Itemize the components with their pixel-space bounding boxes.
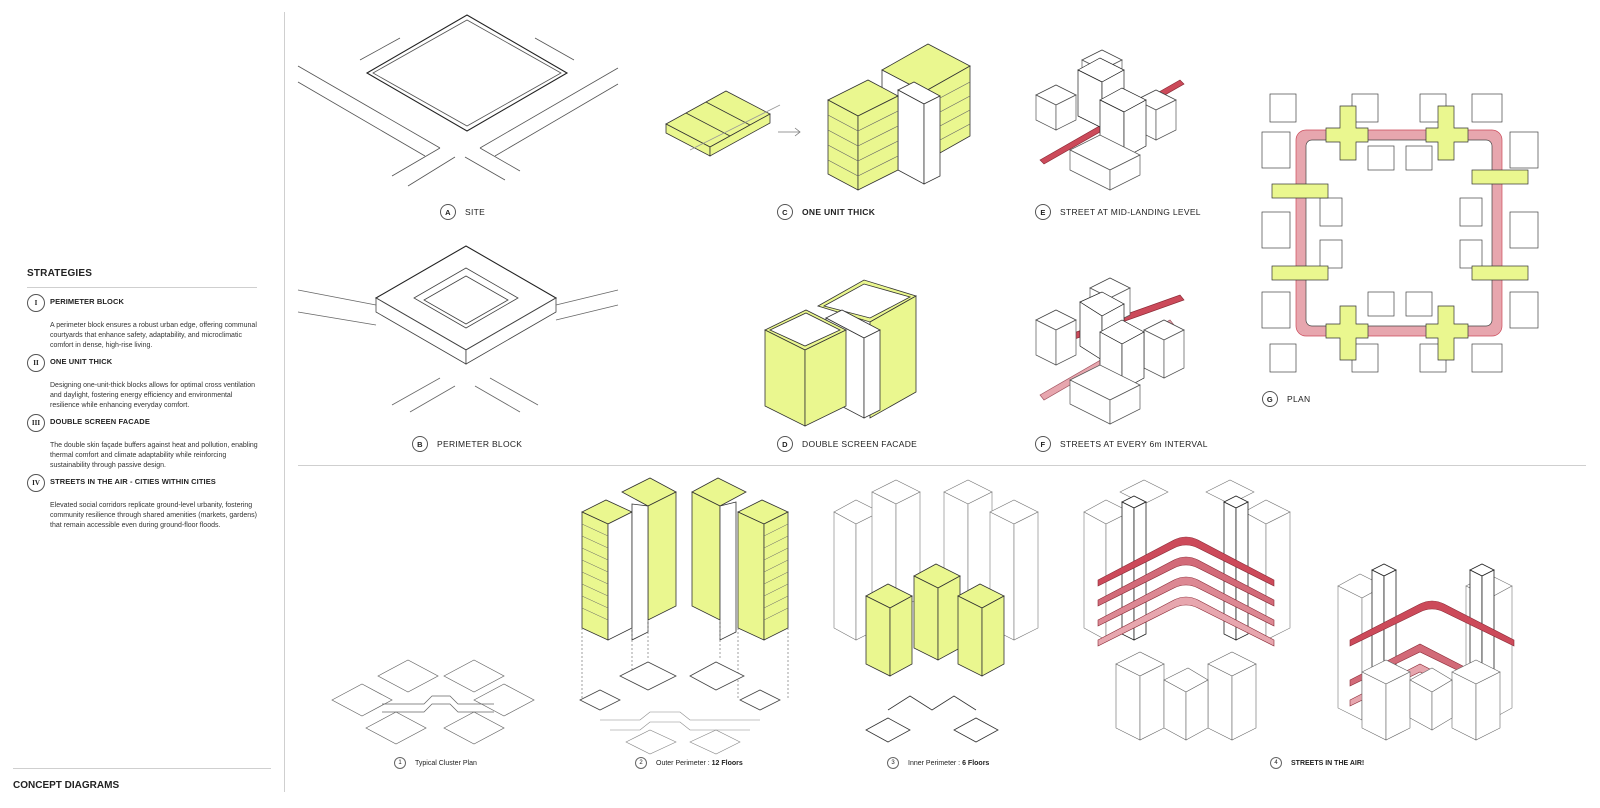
step-4-streets-air-stack bbox=[1083, 479, 1291, 741]
label-b-perimeter-block: B PERIMETER BLOCK bbox=[412, 436, 522, 452]
strategy-description: Elevated social corridors replicate grou… bbox=[50, 502, 257, 529]
diagram-c-one-unit-thick bbox=[665, 43, 971, 191]
step-number: 3 bbox=[887, 757, 899, 769]
label-letter: B bbox=[412, 436, 428, 452]
label-letter: E bbox=[1035, 204, 1051, 220]
label-letter: F bbox=[1035, 436, 1051, 452]
label-d-double-screen-facade: D DOUBLE SCREEN FACADE bbox=[777, 436, 917, 452]
step-number: 4 bbox=[1270, 757, 1282, 769]
strategy-description: The double skin façade buffers against h… bbox=[50, 442, 258, 469]
diagram-a-site bbox=[297, 14, 619, 187]
step-label-2: 2 Outer Perimeter : 12 Floors bbox=[635, 757, 743, 769]
label-text: DOUBLE SCREEN FACADE bbox=[802, 439, 918, 449]
step-label-3: 3 Inner Perimeter : 6 Floors bbox=[887, 757, 989, 769]
diagram-d-double-screen-facade bbox=[764, 279, 918, 427]
step-number: 2 bbox=[635, 757, 647, 769]
vertical-divider bbox=[284, 12, 285, 792]
diagram-b-perimeter-block bbox=[297, 245, 619, 413]
label-letter: D bbox=[777, 436, 793, 452]
label-a-site: A SITE bbox=[440, 204, 485, 220]
label-text: STREET AT MID-LANDING LEVEL bbox=[1060, 207, 1201, 217]
strategy-name: PERIMETER BLOCK bbox=[50, 297, 125, 306]
step-text: Typical Cluster Plan bbox=[415, 759, 477, 767]
strategy-number: IV bbox=[27, 474, 45, 492]
diagram-f-streets-every-6m bbox=[1035, 277, 1185, 425]
strategy-number: I bbox=[27, 294, 45, 312]
step-4-streets-air-final bbox=[1337, 563, 1515, 741]
label-text: PERIMETER BLOCK bbox=[437, 439, 523, 449]
label-text: SITE bbox=[465, 207, 486, 217]
strategy-name: STREETS IN THE AIR - CITIES WITHIN CITIE… bbox=[50, 477, 216, 486]
concept-divider bbox=[13, 768, 271, 769]
label-letter: A bbox=[440, 204, 456, 220]
step-2-outer-perimeter bbox=[579, 477, 789, 755]
step-number: 1 bbox=[394, 757, 406, 769]
strategy-description: Designing one-unit-thick blocks allows f… bbox=[50, 382, 256, 409]
label-text: ONE UNIT THICK bbox=[802, 207, 876, 217]
strategies-divider bbox=[27, 287, 257, 288]
step-1-cluster-plan bbox=[331, 659, 535, 745]
label-text: PLAN bbox=[1287, 394, 1311, 404]
concept-diagrams-title: CONCEPT DIAGRAMS bbox=[13, 780, 120, 791]
strategy-name: DOUBLE SCREEN FACADE bbox=[50, 417, 150, 426]
label-letter: G bbox=[1262, 391, 1278, 407]
label-letter: C bbox=[777, 204, 793, 220]
step-text: Outer Perimeter : 12 Floors bbox=[656, 759, 743, 767]
step-3-inner-perimeter bbox=[833, 479, 1039, 743]
step-label-4: 4 STREETS IN THE AIR! bbox=[1270, 757, 1364, 769]
step-label-1: 1 Typical Cluster Plan bbox=[394, 757, 477, 769]
step-text: Inner Perimeter : 6 Floors bbox=[908, 759, 990, 767]
strategies-title: STRATEGIES bbox=[27, 268, 93, 279]
diagram-e-street-mid-landing bbox=[1035, 49, 1185, 191]
label-e-street-mid-landing: E STREET AT MID-LANDING LEVEL bbox=[1035, 204, 1201, 220]
strategies-sidebar: STRATEGIES I PERIMETER BLOCK A perimeter… bbox=[0, 0, 284, 808]
horizontal-divider bbox=[298, 465, 1586, 466]
label-c-one-unit-thick: C ONE UNIT THICK bbox=[777, 204, 875, 220]
diagram-g-plan bbox=[1261, 93, 1539, 373]
label-f-streets-every-6m: F STREETS AT EVERY 6m INTERVAL bbox=[1035, 436, 1208, 452]
label-g-plan: G PLAN bbox=[1262, 391, 1310, 407]
label-text: STREETS AT EVERY 6m INTERVAL bbox=[1060, 439, 1208, 449]
strategy-number: III bbox=[27, 414, 45, 432]
strategy-description: A perimeter block ensures a robust urban… bbox=[50, 322, 257, 349]
step-text: STREETS IN THE AIR! bbox=[1291, 759, 1365, 767]
strategy-number: II bbox=[27, 354, 45, 372]
strategy-name: ONE UNIT THICK bbox=[50, 357, 113, 366]
